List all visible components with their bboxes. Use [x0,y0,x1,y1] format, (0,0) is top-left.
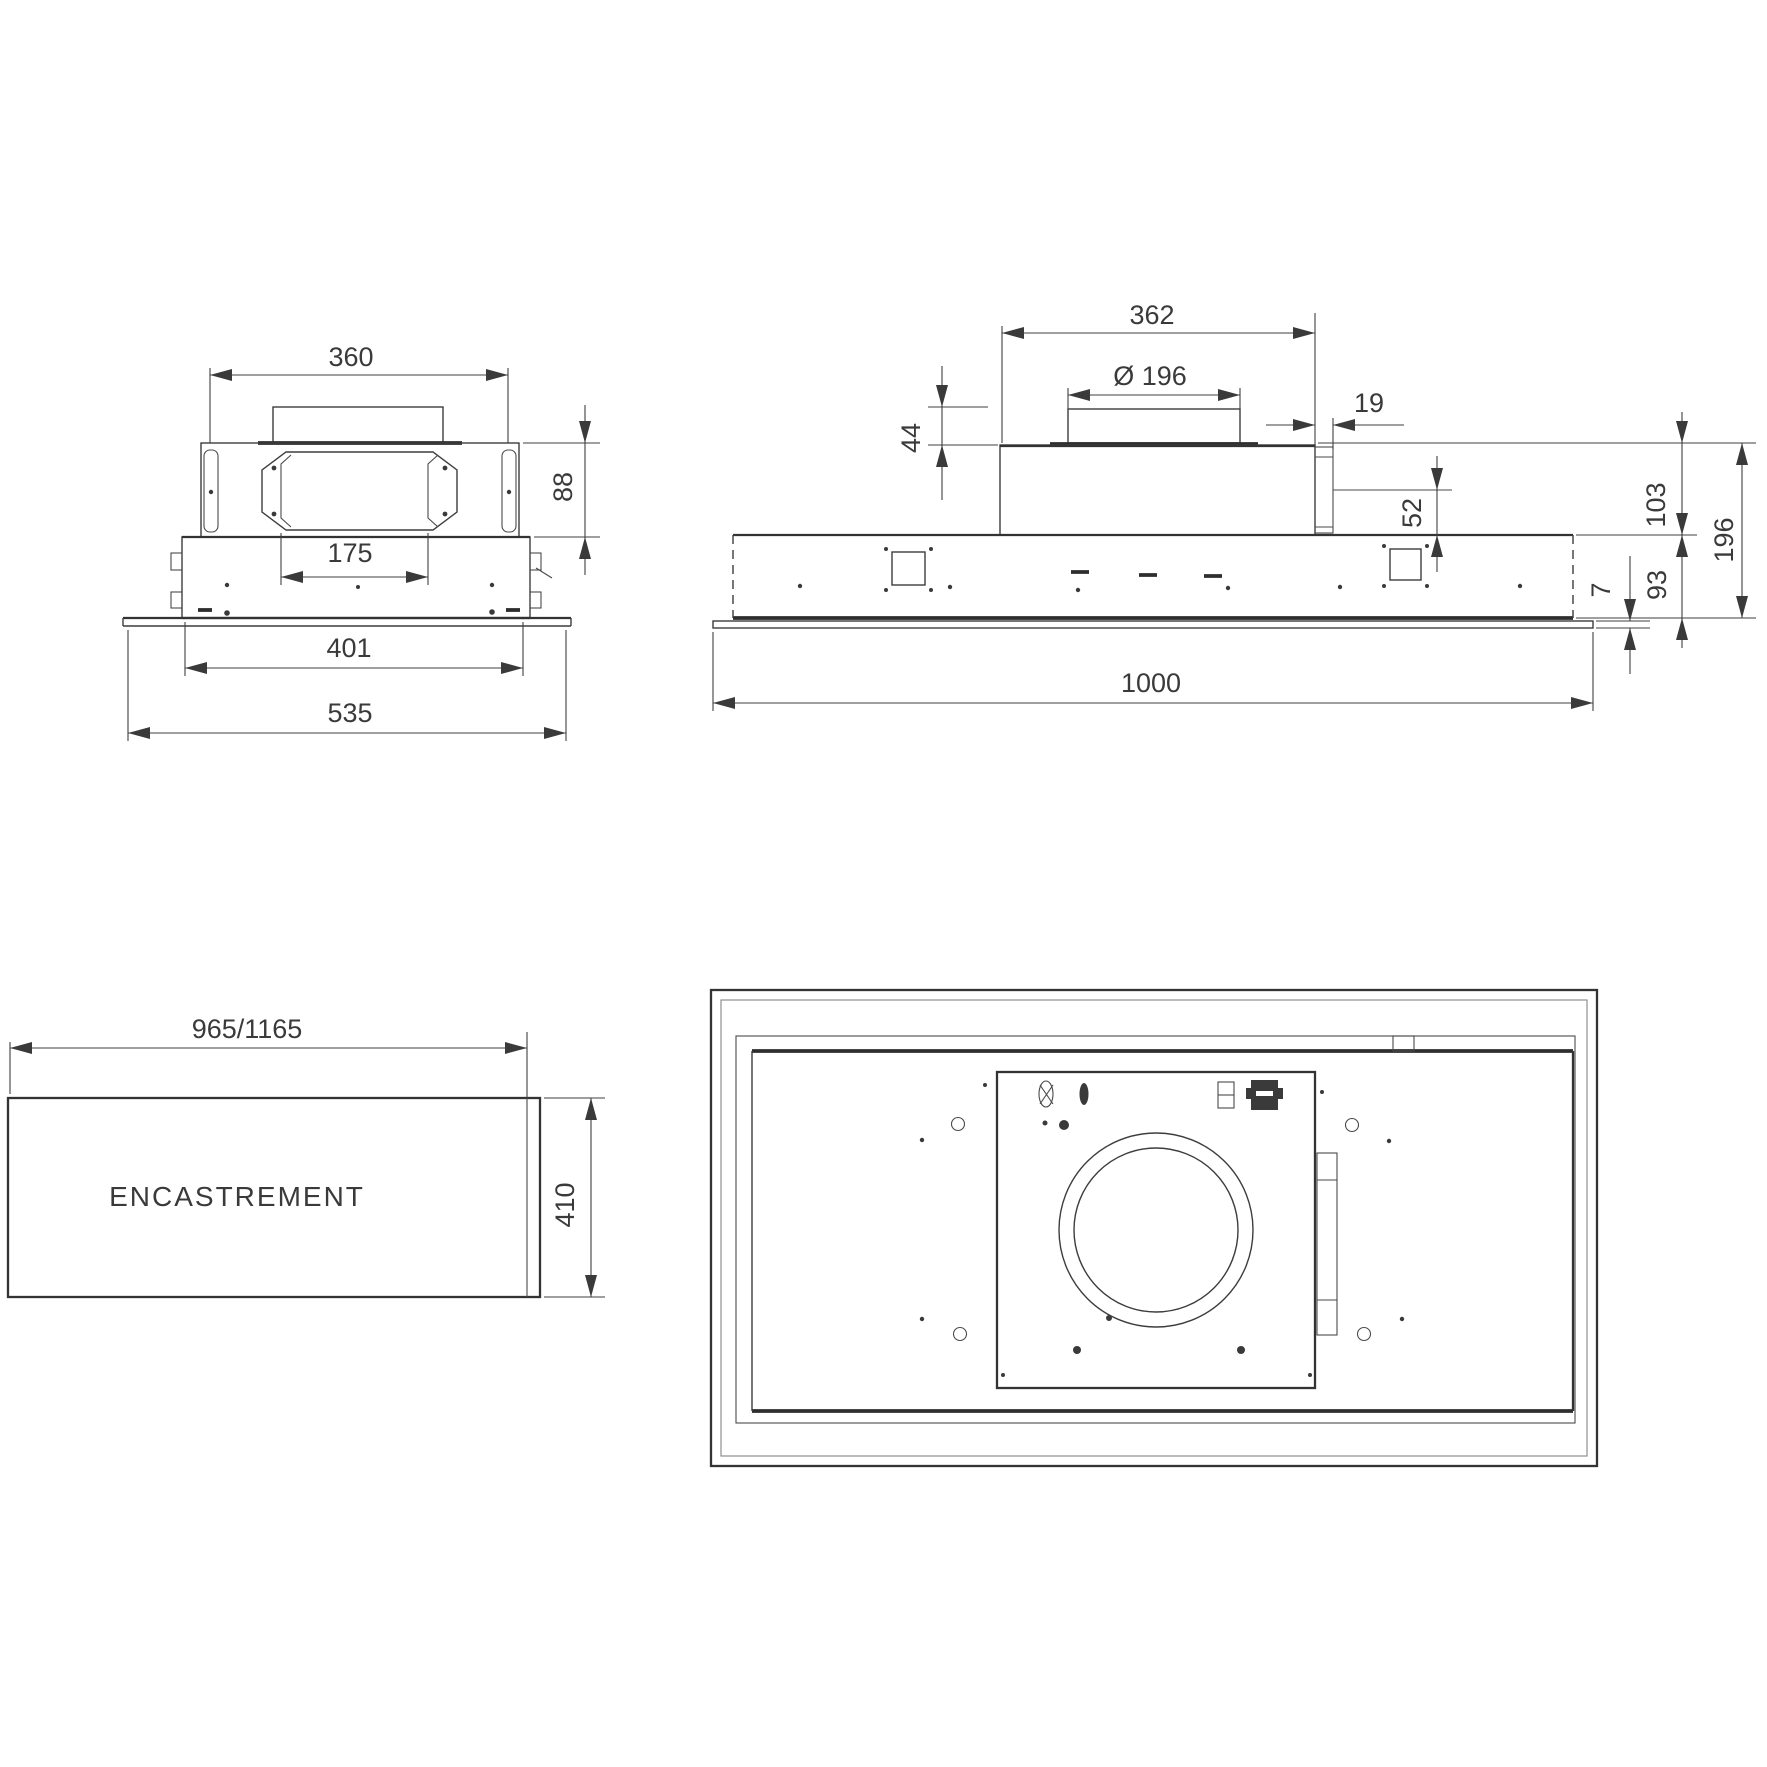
cutout-left [891,551,926,586]
body-tab-left-lower [170,591,183,609]
duct-section-outline [200,442,520,538]
dim-inner-width: 175 [280,533,429,585]
duct-cap-outline [272,406,444,444]
fan-opening-inner [1073,1147,1239,1313]
duct-slot-right [501,449,517,533]
dim-outlet-height-label: 52 [1397,498,1427,528]
dim-panel-thickness-label: 7 [1586,582,1616,597]
hole-right-top [1344,1117,1360,1133]
dim-total-height-label: 196 [1709,517,1739,562]
dim-inner-width-label: 175 [327,538,372,568]
top-notch [1392,1035,1415,1052]
screw-symbol-right [1079,1083,1089,1105]
dim-overall-width: 1000 [712,632,1594,711]
dim-lower-height-label: 93 [1642,570,1672,600]
top-view-mid-frame [720,999,1588,1457]
dim-upper-height: 103 93 [1641,412,1688,648]
front-view: 362 Ø 196 44 19 [712,300,1756,711]
niche-outline [6,1096,542,1299]
hole-right-bottom [1356,1326,1372,1342]
dim-base-width: 535 [127,630,567,741]
dim-panel-thickness: 7 [1586,556,1650,674]
fan-opening-outer [1058,1132,1254,1328]
niche-view: ENCASTREMENT 965/1165 410 [6,1014,605,1299]
body-tab-right-lower [529,591,542,609]
dim-body-width: 401 [184,622,524,676]
hole-left-bottom [952,1326,968,1342]
dim-housing-width: 362 [1001,300,1316,445]
dim-duct-height: 88 [523,405,600,575]
cutout-right [1389,548,1422,581]
dim-duct-width: 360 [209,342,509,443]
duct-opening-outline [261,451,458,531]
dim-niche-width-label: 965/1165 [192,1014,303,1044]
dim-housing-width-label: 362 [1129,300,1174,330]
dim-outlet-diameter-label: Ø 196 [1113,361,1187,391]
dim-duct-width-label: 360 [328,342,373,372]
dim-niche-depth: 410 [544,1097,605,1298]
duct-slot-left [203,449,219,533]
dim-overall-width-label: 1000 [1121,668,1181,698]
dim-base-width-label: 535 [327,698,372,728]
top-view-inner-frame [735,1035,1576,1424]
opening-bracket-left [280,454,292,528]
dim-body-width-label: 401 [326,633,371,663]
motor-plate [995,1070,1317,1390]
dim-outlet-diameter: Ø 196 [1067,361,1241,409]
side-view: 360 88 175 401 [122,342,600,741]
dim-total-height: 196 [1709,443,1748,618]
dim-tab-width-label: 19 [1354,388,1384,418]
motor-housing-outline [999,444,1316,536]
dim-outlet-height: 52 [1397,456,1443,572]
niche-label: ENCASTREMENT [109,1181,365,1212]
body-tab-right-upper [529,552,542,571]
top-view [709,988,1599,1468]
dim-upper-height-label: 103 [1641,482,1671,527]
dim-duct-height-label: 88 [548,472,578,502]
side-bracket [1314,446,1334,534]
body-tab-left-upper [170,552,183,571]
outlet-collar-outline [1067,408,1241,444]
dim-collar-height: 44 [896,366,998,500]
dim-tab-width: 19 [1266,388,1404,449]
opening-bracket-right [427,454,439,528]
top-view-outer-frame [709,988,1599,1468]
screw-symbol-left [1038,1080,1054,1108]
dim-niche-depth-label: 410 [550,1182,580,1227]
side-rail [1316,1152,1338,1336]
dim-niche-width: 965/1165 [9,1014,528,1098]
hole-left-top [950,1116,966,1132]
dim-collar-height-label: 44 [896,423,926,453]
bottom-panel [712,620,1594,629]
